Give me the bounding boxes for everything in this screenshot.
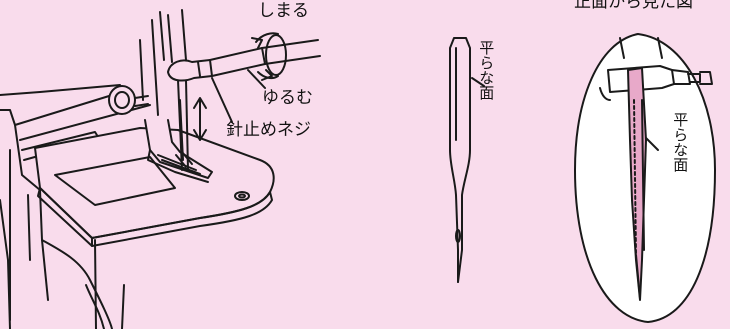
rotation-arrow [251,32,287,81]
up-down-arrow [193,97,207,141]
needle-screw-pointer [211,77,233,123]
needle-illustration [449,37,485,283]
detail-needle [627,67,659,301]
needle-plate [34,127,275,247]
presser-foot [144,119,213,183]
tighten-label: しまる [258,1,309,21]
needle-bar [139,9,189,171]
thumb-screw-knob [108,85,149,115]
flat-side-label: 平らな面 [477,40,496,100]
needle-screw-label: 針止めネジ [226,120,311,140]
loosen-pointer [247,69,266,89]
loosen-label: ゆるむ [262,88,313,108]
needle-clamp [167,39,321,82]
flat-side-detail-label: 平らな面 [671,112,690,172]
sewing-machine-body [0,84,151,329]
front-view-title: 正面から見た図 [574,0,693,12]
